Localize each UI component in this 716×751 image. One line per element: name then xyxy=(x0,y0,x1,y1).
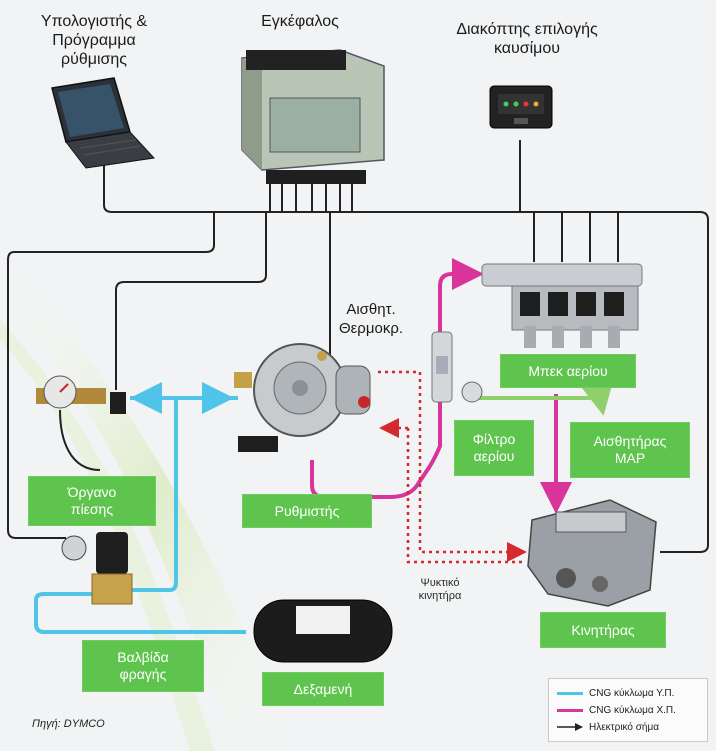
legend-label: Ηλεκτρικό σήμα xyxy=(589,721,660,733)
fuel-switch-icon xyxy=(489,85,553,129)
ecu-label: Εγκέφαλος xyxy=(261,13,339,30)
source-credit: Πηγή: DYMCO xyxy=(32,718,105,730)
coolant-line xyxy=(378,370,527,564)
cng-high-pressure-line xyxy=(34,382,246,634)
injector-rail-icon xyxy=(481,263,643,348)
legend-swatch-blue xyxy=(557,691,583,695)
regulator-label: Ρυθμιστής xyxy=(242,494,372,528)
laptop-icon xyxy=(51,77,156,169)
legend: CNG κύκλωμα Υ.Π. CNG κύκλωμα Χ.Π. Ηλεκτρ… xyxy=(548,678,708,742)
coolant-label: Ψυκτικό κινητήρα xyxy=(418,577,462,602)
pressure-gauge-label: Όργανο πίεσης xyxy=(28,476,156,526)
legend-label: CNG κύκλωμα Υ.Π. xyxy=(589,687,675,699)
legend-swatch-arrow xyxy=(557,723,583,731)
legend-item-low-pressure: CNG κύκλωμα Χ.Π. xyxy=(557,703,676,717)
engine-label: Κινητήρας xyxy=(540,612,666,648)
tank-label: Δεξαμενή xyxy=(262,672,384,706)
injectors-label: Μπεκ αερίου xyxy=(500,354,636,388)
ecu-icon xyxy=(241,49,385,184)
gas-filter-icon xyxy=(431,331,483,403)
computer-label: Υπολογιστής & Πρόγραμμα ρύθμισης xyxy=(40,13,148,68)
gas-filter-label: Φίλτρο αερίου xyxy=(454,420,534,476)
engine-icon xyxy=(527,499,657,607)
pressure-gauge-icon xyxy=(36,375,126,414)
shutoff-valve-label: Βαλβίδα φραγής xyxy=(82,640,204,692)
temp-sensor-label: Αισθητ. Θερμοκρ. xyxy=(338,301,404,337)
legend-label: CNG κύκλωμα Χ.Π. xyxy=(589,704,676,716)
fuel-switch-label: Διακόπτης επιλογής καυσίμου xyxy=(456,21,598,57)
legend-swatch-pink xyxy=(557,708,583,712)
regulator-icon xyxy=(234,343,371,452)
electrical-wiring xyxy=(7,140,709,553)
map-sensor-line xyxy=(476,381,613,416)
legend-item-signal: Ηλεκτρικό σήμα xyxy=(557,720,659,734)
legend-item-high-pressure: CNG κύκλωμα Υ.Π. xyxy=(557,686,674,700)
map-sensor-label: Αισθητήρας MAP xyxy=(570,422,690,478)
shutoff-valve-icon xyxy=(61,532,133,605)
tank-icon xyxy=(253,599,393,663)
